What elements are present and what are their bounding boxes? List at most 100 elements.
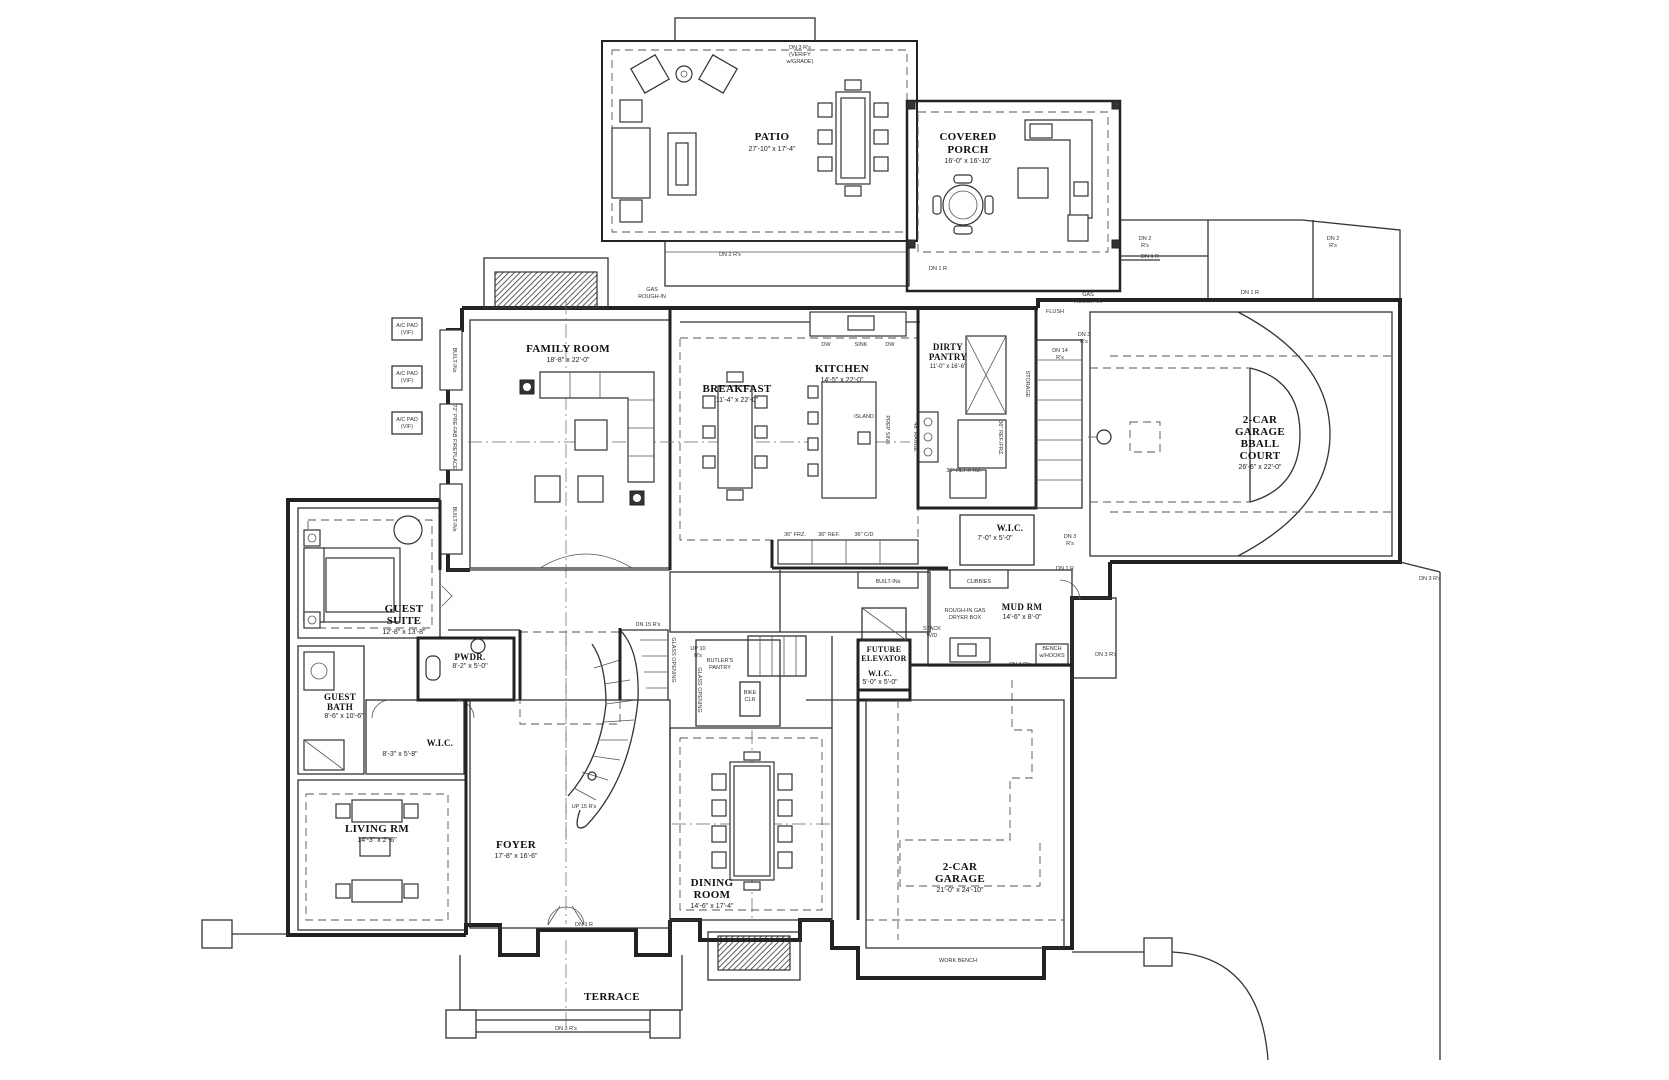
covered-porch-dim: 16'-0" x 16'-10"	[945, 158, 992, 165]
garage-area: 2-CAR GARAGE 21'-0" x 24'-10" WORK BENCH	[856, 663, 1269, 1061]
family-room-dim: 18'-8" x 22'-0"	[546, 357, 590, 364]
note-cubbies: CUBBIES	[967, 579, 991, 585]
living-rm-dim: 14'-3" x 2'-6"	[357, 837, 397, 844]
note-wd: W/D	[927, 633, 938, 639]
note-dn14: DN 14	[1052, 348, 1068, 354]
note-dn1-front: DN 1 R	[575, 922, 593, 928]
guest-bath-dim: 8'-6" x 10'-6"	[324, 713, 364, 720]
living-rm-label: LIVING RM	[345, 823, 409, 835]
note-ac3b: (VIF)	[401, 424, 413, 430]
note-hooks: w/HOOKS	[1038, 653, 1065, 659]
dirty-pantry-area: 36" REF./FRZ. 36" REF./FRZ. DIRTY PANTRY…	[916, 292, 1102, 566]
dirty-pantry-label-2: PANTRY	[929, 352, 968, 362]
note-dn1-b: DN 1 R	[1241, 290, 1259, 296]
note-cd: 36" C/D	[854, 532, 873, 538]
note-verify-1: (VERIFY	[789, 52, 811, 58]
note-dn2-r2: DN 2	[1327, 236, 1340, 242]
note-gas-1b: ROUGH-IN	[638, 294, 666, 300]
note-ac1b: (VIF)	[401, 330, 413, 336]
note-dn1-gar: DN 1 R	[1056, 566, 1074, 572]
note-verify-2: w/GRADE)	[786, 59, 814, 65]
note-work-bench: WORK BENCH	[939, 958, 977, 964]
note-dn15: DN 15 R's	[636, 622, 661, 628]
note-glass-opening: GLASS OPENING	[670, 637, 676, 682]
wic-elev-dim: 5'-0" x 5'-0"	[862, 679, 898, 686]
note-dn3-front: DN 3 R's	[555, 1026, 577, 1032]
note-bench: BENCH	[1042, 646, 1061, 652]
interior-walls	[448, 569, 858, 728]
note-flush: FLUSH	[1046, 309, 1064, 315]
dining-dim: 14'-6" x 17'-4"	[690, 903, 734, 910]
note-stack: STACK	[923, 626, 941, 632]
mud-rm-dim: 14'-6" x 8'-0"	[1002, 614, 1042, 621]
breakfast-dim: 11'-4" x 22'-0"	[716, 397, 759, 404]
dirty-pantry-label-1: DIRTY	[933, 342, 963, 352]
note-ac1: A/C PAD	[396, 323, 418, 329]
bath-area: GUEST BATH 8'-6" x 10'-6" W.I.C. 8'-3" x…	[297, 636, 516, 775]
guest-suite-dim: 12'-8" x 13'-8"	[382, 629, 426, 636]
note-dn2-r2b: R's	[1329, 243, 1337, 249]
note-dw2: DW	[885, 342, 895, 348]
dining-room-area: DINING ROOM 14'-6" x 17'-4"	[669, 727, 833, 921]
note-range: 48" RANGE	[912, 422, 918, 451]
kitchen-dim: 14'-5" x 22'-0"	[820, 377, 864, 384]
note-prep-sink: PREP SINK	[884, 415, 890, 445]
note-dn2-r1: DN 2	[1139, 236, 1152, 242]
note-fireplace: 72" PRE-FAB FIREPLACE	[451, 404, 457, 470]
patio-label: PATIO	[755, 131, 790, 143]
note-ref-frz-1: 36" REF./FRZ.	[946, 468, 982, 474]
guest-bath-label-1: GUEST	[324, 692, 356, 702]
covered-porch-label-2: PORCH	[947, 144, 988, 156]
bball-garage-label-1: 2-CAR	[1243, 414, 1278, 426]
note-builtin-2: BUILT-INs	[451, 507, 457, 532]
guest-bath-label-2: BATH	[327, 702, 353, 712]
patio-dim: 27'-10" x 17'-4"	[749, 146, 796, 153]
note-up10: UP 10	[690, 646, 705, 652]
foyer-label: FOYER	[496, 839, 537, 851]
pwdr-label: PWDR.	[454, 652, 485, 662]
dining-label-2: ROOM	[694, 889, 731, 901]
note-builtin-1: BUILT-INs	[451, 348, 457, 373]
dirty-pantry-dim: 11'-0" x 16'-6"	[930, 364, 966, 370]
note-ref-frz-2: 36" REF./FRZ.	[997, 420, 1003, 456]
note-dn1-a: DN 1 R	[1141, 254, 1159, 260]
bball-garage-dim: 26'-6" x 22'-0"	[1238, 464, 1282, 471]
note-up15: UP 15 R's	[572, 804, 597, 810]
bball-court-garage: 2-CAR GARAGE BBALL COURT 26'-6" x 22'-0"…	[1056, 311, 1441, 1060]
garage-steps-area: DN 2 R's DN 2 R's DN 1 R DN 1 R	[1120, 219, 1401, 302]
note-sink: SINK	[855, 342, 868, 348]
breakfast-label: BREAKFAST	[702, 383, 771, 395]
foyer-area: DN 15 R's UP 15 R's GLASS OPENING GLASS …	[464, 622, 702, 1030]
note-dn1-porch: DN 1 R	[929, 266, 947, 272]
living-room-area: LIVING RM 14'-3" x 2'-6"	[201, 779, 467, 949]
garage-label-2: GARAGE	[935, 873, 985, 885]
note-dn3-garage: DN 3	[1078, 332, 1091, 338]
note-dn2-patio: DN 2 R's	[719, 252, 741, 258]
elevator-label-1: FUTURE	[867, 645, 902, 654]
garage-label-1: 2-CAR	[943, 861, 978, 873]
dining-label-1: DINING	[691, 877, 734, 889]
note-gas-2b: ROUGH-IN	[1074, 299, 1102, 305]
garage-dim: 21'-0" x 24'-10"	[937, 887, 984, 894]
note-ac3: A/C PAD	[396, 417, 418, 423]
note-dn2-r1b: R's	[1141, 243, 1149, 249]
note-builtin-3: BUILT-INs	[876, 579, 901, 585]
wic-guest-dim: 8'-3" x 5'-8"	[382, 751, 418, 758]
note-storage: STORAGE	[1024, 371, 1030, 398]
guest-suite-label-1: GUEST	[385, 603, 424, 615]
note-gas-dryer: DRYER BOX	[949, 615, 982, 621]
note-dn3-garageb: R's	[1080, 339, 1088, 345]
note-gas-1: GAS	[646, 287, 658, 293]
note-dn3-patio: DN 3 R's	[789, 45, 811, 51]
note-ac2: A/C PAD	[396, 371, 418, 377]
family-room-label: FAMILY ROOM	[526, 343, 610, 355]
elevator-label-2: ELEVATOR	[861, 654, 907, 663]
note-ref: 36" REF.	[818, 532, 840, 538]
note-rough-gas: ROUGH-IN GAS	[945, 608, 986, 614]
note-gas-2: GAS	[1082, 292, 1094, 298]
guest-suite-label-2: SUITE	[387, 615, 422, 627]
note-pantry: PANTRY	[709, 665, 731, 671]
mud-rm-label: MUD RM	[1002, 602, 1043, 612]
note-dn3-gar2: DN 3	[1064, 534, 1077, 540]
note-up10b: R's	[694, 653, 702, 659]
